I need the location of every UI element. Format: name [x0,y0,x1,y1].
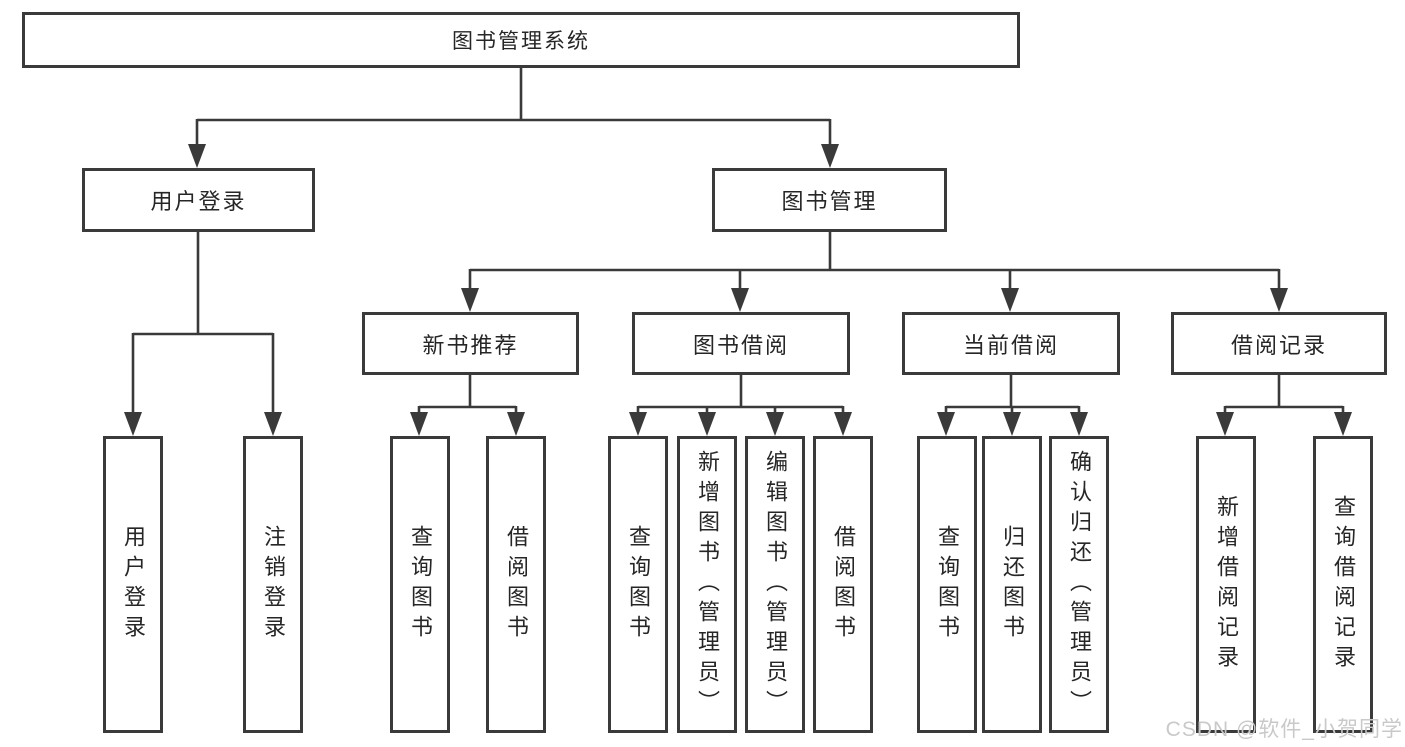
node-label: 新书推荐 [422,332,519,358]
node-label: 图书管理 [781,189,878,214]
node-user-login-branch: 用户登录 [82,168,315,232]
arrowhead-icon [1070,412,1088,436]
node-label: 新增借阅记录 [1214,494,1239,675]
node-leaf-query-book-borrowing: 查询图书 [608,436,668,733]
node-label: 用户登录 [121,524,146,645]
node-borrowing-records: 借阅记录 [1171,312,1387,375]
arrowhead-icon [264,412,282,436]
node-label: 归还图书 [1000,524,1025,645]
arrowhead-icon [410,412,428,436]
node-label: 当前借阅 [962,332,1059,358]
node-label: 图书借阅 [692,332,789,358]
arrowhead-icon [629,412,647,436]
node-leaf-add-book-admin: 新增图书（管理员） [677,436,737,733]
node-current-borrowing: 当前借阅 [902,312,1120,375]
arrowhead-icon [698,412,716,436]
node-label: 借阅图书 [504,524,529,645]
node-label: 图书管理系统 [452,30,590,53]
arrowhead-icon [766,412,784,436]
node-label: 确认归还（管理员） [1067,449,1092,720]
arrowhead-icon [1334,412,1352,436]
arrowhead-icon [1216,412,1234,436]
arrowhead-icon [461,288,479,312]
arrowhead-icon [937,412,955,436]
node-leaf-borrow-book: 借阅图书 [813,436,873,733]
node-label: 查询借阅记录 [1331,494,1356,675]
node-label: 用户登录 [150,189,247,214]
arrowhead-icon [124,412,142,436]
arrowhead-icon [1003,412,1021,436]
node-leaf-query-book-recommend: 查询图书 [390,436,450,733]
node-leaf-logout: 注销登录 [243,436,303,733]
node-label: 注销登录 [261,524,286,645]
node-label: 编辑图书（管理员） [763,449,788,720]
arrowhead-icon [1270,288,1288,312]
arrowhead-icon [507,412,525,436]
node-leaf-confirm-return-admin: 确认归还（管理员） [1049,436,1109,733]
arrowhead-icon [188,144,206,168]
arrowhead-icon [1001,288,1019,312]
node-leaf-return-book: 归还图书 [982,436,1042,733]
arrowhead-icon [731,288,749,312]
node-leaf-borrow-book-recommend: 借阅图书 [486,436,546,733]
node-label: 查询图书 [935,524,960,645]
node-label: 查询图书 [408,524,433,645]
node-leaf-add-borrow-record: 新增借阅记录 [1196,436,1256,733]
node-label: 查询图书 [626,524,651,645]
node-root-system: 图书管理系统 [22,12,1020,68]
node-label: 借阅图书 [831,524,856,645]
node-book-borrowing: 图书借阅 [632,312,850,375]
arrowhead-icon [821,144,839,168]
node-label: 新增图书（管理员） [695,449,720,720]
node-leaf-edit-book-admin: 编辑图书（管理员） [745,436,805,733]
arrowhead-icon [834,412,852,436]
node-label: 借阅记录 [1230,332,1327,358]
watermark: CSDN @软件_小贺同学 [1165,718,1403,741]
node-leaf-query-borrow-record: 查询借阅记录 [1313,436,1373,733]
node-leaf-query-book-current: 查询图书 [917,436,977,733]
node-new-book-recommend: 新书推荐 [362,312,579,375]
node-leaf-user-login: 用户登录 [103,436,163,733]
node-book-management-branch: 图书管理 [712,168,947,232]
